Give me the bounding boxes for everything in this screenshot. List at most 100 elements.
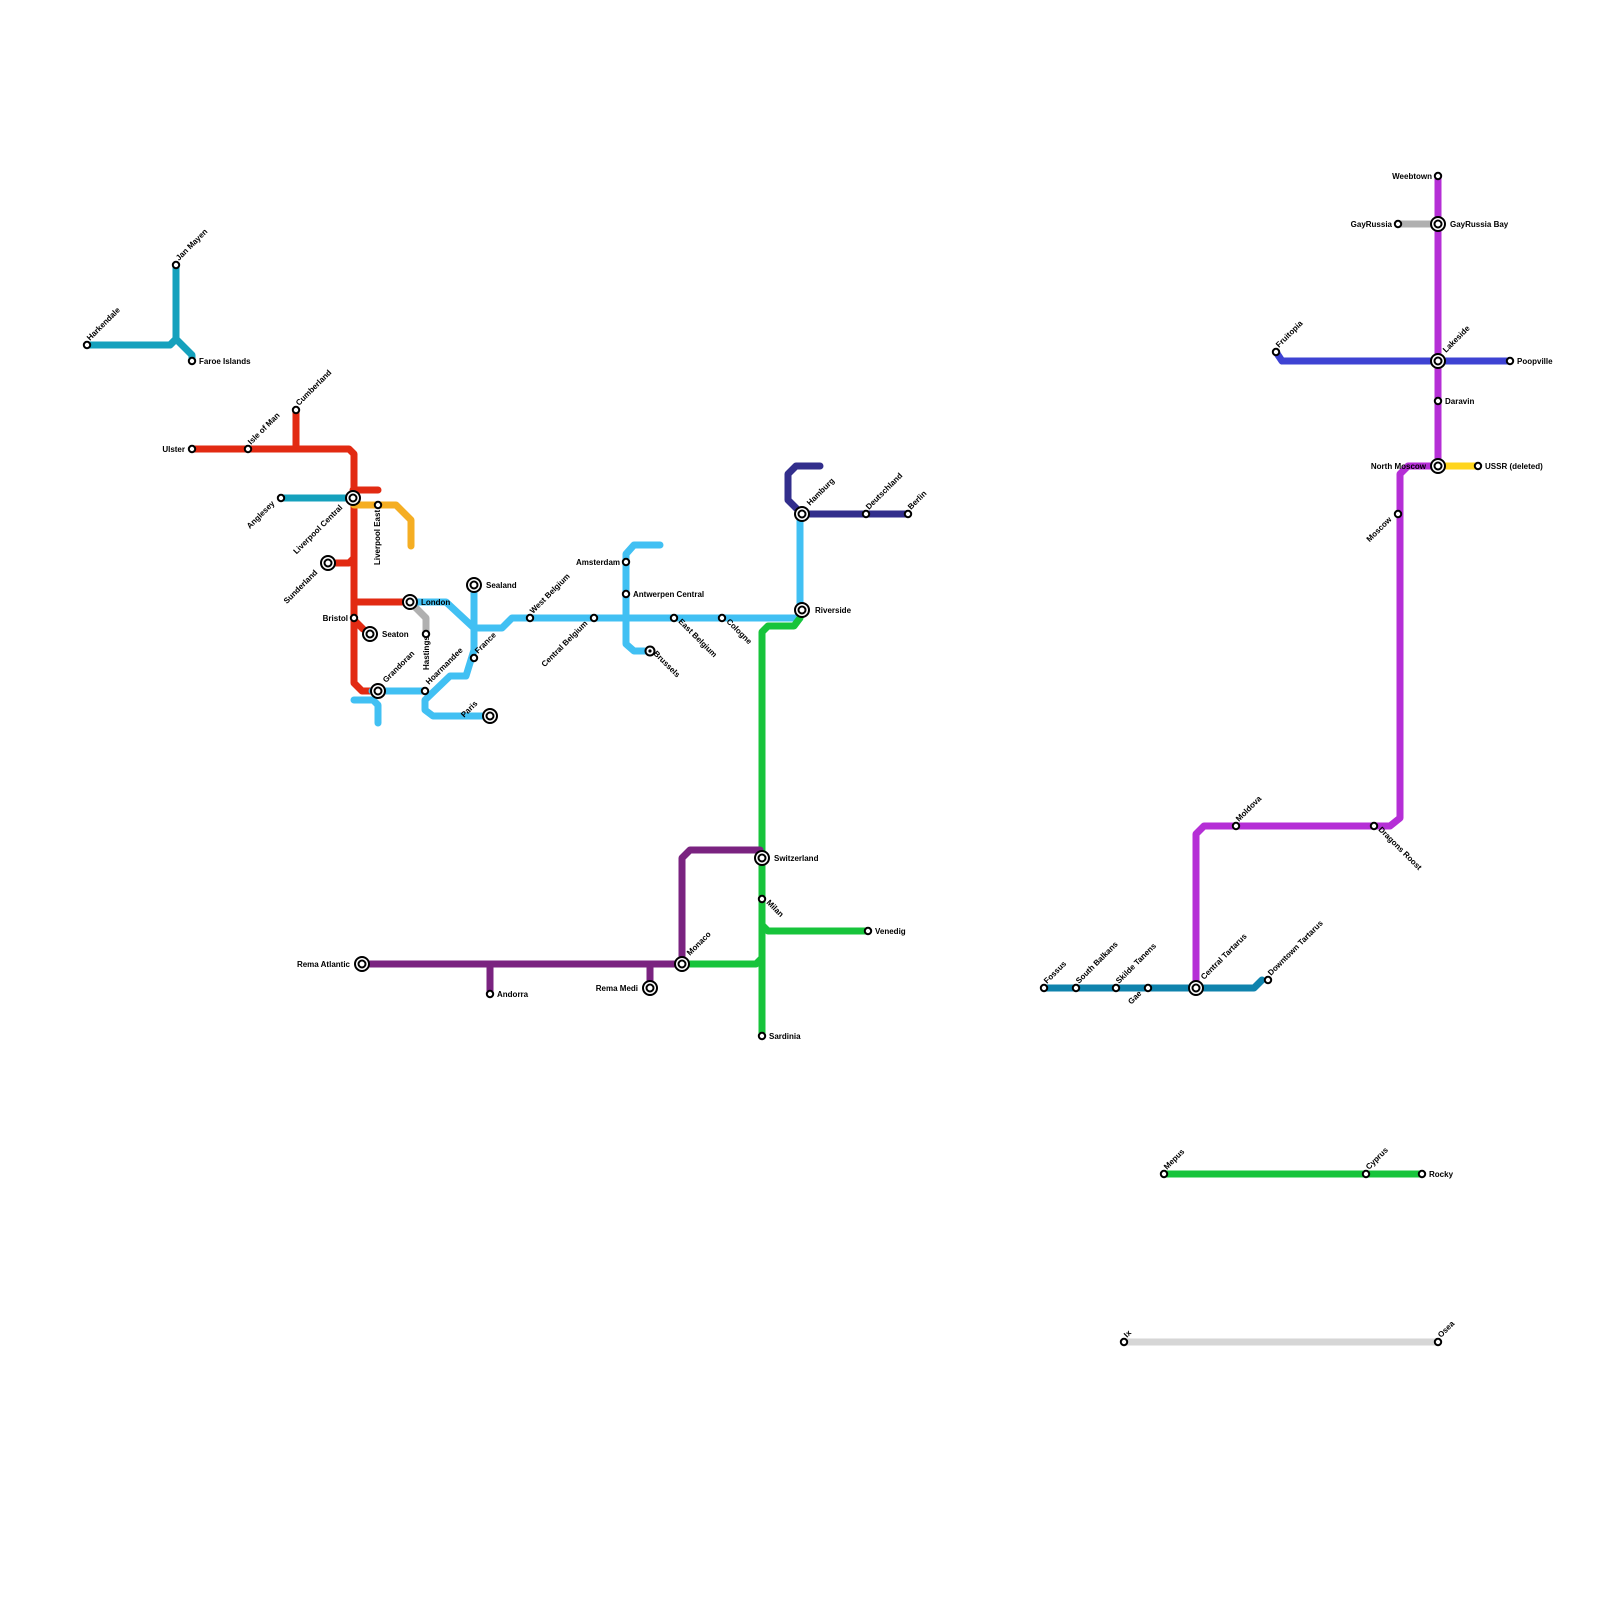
station-london[interactable]: London: [402, 594, 450, 610]
station-downtown-tartarus[interactable]: Downtown Tartarus: [1263, 918, 1325, 985]
line-lightblue[interactable]: [350, 508, 804, 727]
station-marker[interactable]: [1433, 1337, 1443, 1347]
station-marker[interactable]: [863, 926, 873, 936]
station-ulster[interactable]: Ulster: [162, 444, 197, 454]
station-marker[interactable]: [1111, 983, 1121, 993]
line-magenta[interactable]: [1192, 172, 1442, 992]
station-gayrussia-bay[interactable]: GayRussia Bay: [1430, 216, 1509, 232]
station-ix[interactable]: Ix: [1119, 1328, 1134, 1347]
station-marker[interactable]: [243, 444, 253, 454]
station-marker[interactable]: [903, 509, 913, 519]
station-jan-mayen[interactable]: Jan Mayen: [171, 227, 210, 270]
station-gayrussia[interactable]: GayRussia: [1351, 219, 1403, 229]
line-blue[interactable]: [1272, 348, 1514, 365]
station-liverpool-east[interactable]: Liverpool East: [373, 500, 383, 565]
station-marker[interactable]: [420, 686, 430, 696]
station-marker[interactable]: [669, 613, 679, 623]
station-anglesey[interactable]: Anglesey: [245, 493, 286, 531]
station-marker[interactable]: [1143, 983, 1153, 993]
station-rema-atlantic[interactable]: Rema Atlantic: [297, 956, 370, 972]
station-osea[interactable]: Osea: [1433, 1319, 1457, 1347]
station-marker[interactable]: [1119, 1337, 1129, 1347]
station-central-belgium[interactable]: Central Belgium: [540, 613, 599, 669]
station-hastings[interactable]: Hastings: [421, 629, 431, 670]
station-ussr-deleted[interactable]: USSR (deleted): [1473, 461, 1543, 471]
station-marker[interactable]: [187, 356, 197, 366]
interchange-inner-marker: [1433, 219, 1443, 229]
station-marker[interactable]: [485, 989, 495, 999]
station-marker[interactable]: [1071, 983, 1081, 993]
station-marker[interactable]: [349, 613, 359, 623]
station-marker[interactable]: [1361, 1169, 1371, 1179]
station-daravin[interactable]: Daravin: [1433, 396, 1475, 406]
line-green-italy[interactable]: [678, 614, 872, 1040]
station-marker[interactable]: [421, 629, 431, 639]
station-marker[interactable]: [757, 1031, 767, 1041]
station-sardinia[interactable]: Sardinia: [757, 1031, 801, 1041]
station-marker[interactable]: [1433, 396, 1443, 406]
station-andorra[interactable]: Andorra: [485, 989, 529, 999]
station-cumberland[interactable]: Cumberland: [291, 368, 334, 415]
station-deutschland[interactable]: Deutschland: [861, 471, 905, 519]
station-marker[interactable]: [525, 613, 535, 623]
station-marker[interactable]: [621, 557, 631, 567]
station-marker[interactable]: [171, 260, 181, 270]
station-weebtown[interactable]: Weebtown: [1392, 171, 1443, 181]
line-purple[interactable]: [358, 846, 764, 998]
station-marker[interactable]: [1231, 821, 1241, 831]
station-marker[interactable]: [1263, 975, 1273, 985]
station-brussels[interactable]: Brussels: [644, 645, 683, 680]
station-antwerpen-central[interactable]: Antwerpen Central: [621, 589, 704, 599]
station-south-balkans[interactable]: South Balkans: [1071, 939, 1120, 993]
station-faroe-islands[interactable]: Faroe Islands: [187, 356, 251, 366]
station-dragons-roost[interactable]: Dragons Roost: [1369, 821, 1424, 872]
station-fruitopia[interactable]: Fruitopia: [1271, 318, 1305, 357]
station-bristol[interactable]: Bristol: [323, 613, 359, 623]
station-amsterdam[interactable]: Amsterdam: [576, 557, 631, 567]
station-sealand[interactable]: Sealand: [466, 577, 517, 593]
station-label: London: [421, 598, 450, 607]
station-north-moscow[interactable]: North Moscow: [1371, 458, 1446, 474]
station-marker[interactable]: [187, 444, 197, 454]
station-poopville[interactable]: Poopville: [1505, 356, 1553, 366]
station-riverside[interactable]: Riverside: [794, 602, 852, 618]
station-marker[interactable]: [82, 340, 92, 350]
station-marker[interactable]: [757, 894, 767, 904]
station-marker[interactable]: [1159, 1169, 1169, 1179]
station-marker[interactable]: [1271, 347, 1281, 357]
line-navy[interactable]: [784, 462, 912, 518]
station-marker[interactable]: [373, 500, 383, 510]
station-west-belgium[interactable]: West Belgium: [525, 572, 572, 623]
station-venedig[interactable]: Venedig: [863, 926, 906, 936]
station-marker[interactable]: [589, 613, 599, 623]
station-marker[interactable]: [1417, 1169, 1427, 1179]
station-label: GayRussia Bay: [1450, 220, 1509, 229]
station-label: Cyprus: [1364, 1145, 1390, 1171]
station-marker[interactable]: [1393, 509, 1403, 519]
station-marker[interactable]: [621, 589, 631, 599]
station-marker[interactable]: [1369, 821, 1379, 831]
station-switzerland[interactable]: Switzerland: [754, 850, 819, 866]
station-marker[interactable]: [1039, 983, 1049, 993]
station-moscow[interactable]: Moscow: [1365, 509, 1403, 544]
station-marker[interactable]: [469, 653, 479, 663]
station-marker[interactable]: [276, 493, 286, 503]
station-marker[interactable]: [861, 509, 871, 519]
station-rocky[interactable]: Rocky: [1417, 1169, 1454, 1179]
station-sunderland[interactable]: Sunderland: [282, 555, 336, 606]
station-marker[interactable]: [1473, 461, 1483, 471]
station-marker[interactable]: [1505, 356, 1515, 366]
station-marker[interactable]: [291, 405, 301, 415]
station-skilde-tanens[interactable]: Skilde Tanens: [1111, 941, 1159, 993]
line-orange[interactable]: [350, 501, 415, 550]
line-teal-north-branch[interactable]: [166, 335, 196, 365]
station-marker[interactable]: [717, 613, 727, 623]
station-marker[interactable]: [1393, 219, 1403, 229]
station-marker[interactable]: [1433, 171, 1443, 181]
station-label: Anglesey: [245, 499, 277, 531]
line-red[interactable]: [188, 406, 414, 695]
station-label: Skilde Tanens: [1114, 941, 1158, 985]
station-berlin[interactable]: Berlin: [903, 489, 929, 519]
station-seaton[interactable]: Seaton: [362, 626, 409, 642]
station-rema-medi[interactable]: Rema Medi: [596, 980, 658, 996]
